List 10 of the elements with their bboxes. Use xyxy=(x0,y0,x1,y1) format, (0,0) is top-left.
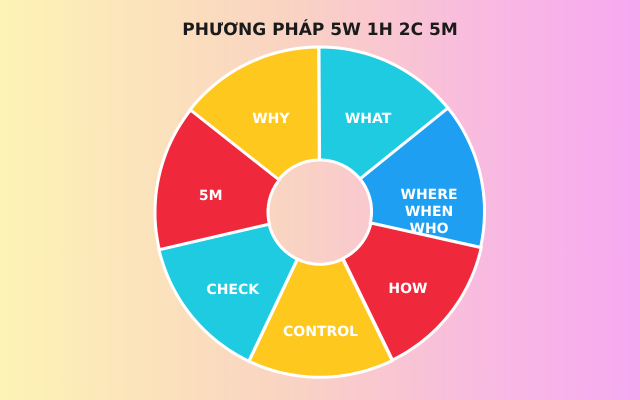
piece-label: CONTROL xyxy=(282,324,360,341)
piece-label: WHY xyxy=(251,111,291,128)
piece-label: WHERE WHEN WHO xyxy=(400,186,459,238)
piece-label: 5M xyxy=(198,188,224,205)
puzzle-piece xyxy=(319,47,448,180)
piece-label: HOW xyxy=(387,281,428,298)
piece-label: CHECK xyxy=(205,282,260,300)
piece-label: WHAT xyxy=(344,110,392,128)
puzzle-piece xyxy=(190,47,320,180)
title: PHƯƠNG PHÁP 5W 1H 2C 5M xyxy=(181,20,459,40)
